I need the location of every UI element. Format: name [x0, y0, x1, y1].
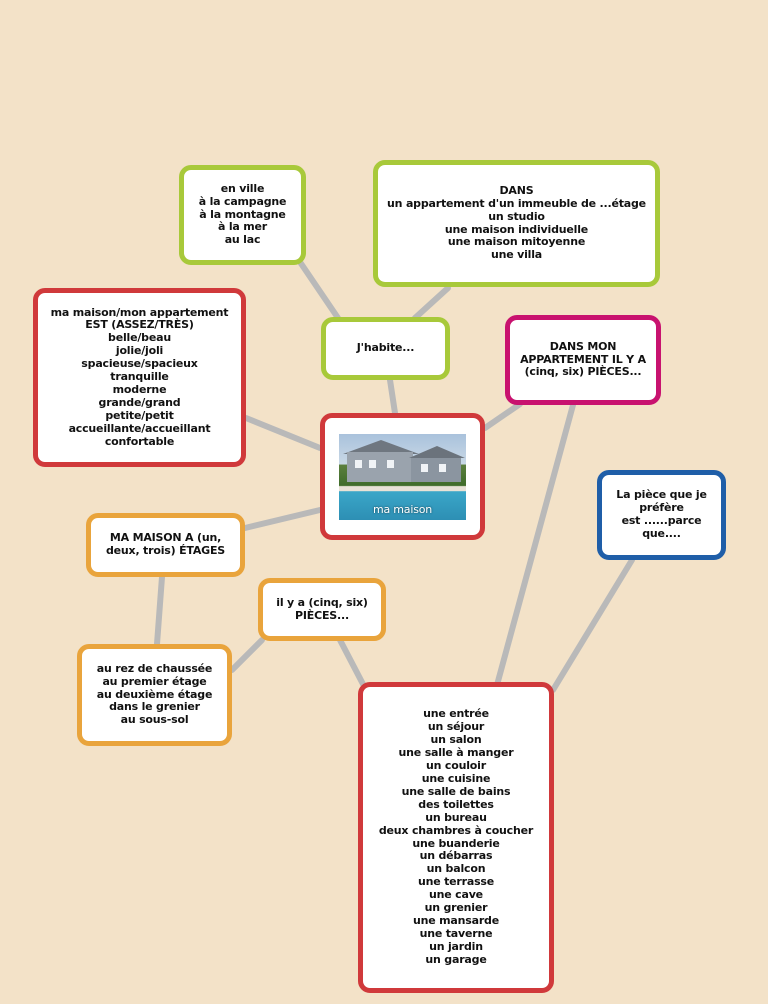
- node-il-y-a: il y a (cinq, six) PIÈCES...: [258, 578, 386, 641]
- node-housing-types: DANS un appartement d'un immeuble de ...…: [373, 160, 660, 287]
- adjectives-text: ma maison/mon appartement EST (ASSEZ/TRÈ…: [50, 305, 229, 448]
- node-ma-maison: ma maison: [320, 413, 485, 540]
- node-floors: MA MAISON A (un, deux, trois) ÉTAGES: [86, 513, 245, 577]
- node-places: en ville à la campagne à la montagne à l…: [179, 165, 306, 265]
- connector-apartment-center: [482, 401, 523, 431]
- node-j-habite: J'habite...: [321, 317, 450, 380]
- connector-habite-housing: [412, 285, 451, 321]
- connector-floors-levels: [154, 574, 165, 647]
- node-adjectives: ma maison/mon appartement EST (ASSEZ/TRÈ…: [33, 288, 246, 467]
- floors-text: MA MAISON A (un, deux, trois) ÉTAGES: [105, 531, 226, 557]
- levels-text: au rez de chaussée au premier étage au d…: [96, 661, 213, 727]
- places-text: en ville à la campagne à la montagne à l…: [198, 181, 287, 247]
- connector-levels-ilya: [229, 637, 265, 673]
- house-photo: ma maison: [339, 433, 466, 520]
- connector-ilya-rooms: [337, 637, 368, 691]
- node-favourite-room: La pièce que je préfère est ......parce …: [597, 470, 726, 560]
- node-apartment-rooms: DANS MON APPARTEMENT IL Y A (cinq, six) …: [505, 315, 661, 405]
- connector-center-floors: [242, 507, 323, 531]
- node-levels: au rez de chaussée au premier étage au d…: [77, 644, 232, 746]
- connector-apartment-rooms: [494, 402, 576, 688]
- apartment-rooms-text: DANS MON APPARTEMENT IL Y A (cinq, six) …: [520, 339, 646, 379]
- connector-favourite-rooms: [550, 557, 635, 693]
- housing-types-text: DANS un appartement d'un immeuble de ...…: [387, 183, 646, 262]
- favourite-room-text: La pièce que je préfère est ......parce …: [616, 488, 707, 540]
- connector-habite-center: [387, 377, 398, 416]
- house-photo-caption: ma maison: [372, 502, 433, 516]
- rooms-list-text: une entrée un séjour un salon une salle …: [378, 707, 534, 966]
- connector-habite-places: [297, 259, 341, 321]
- il-y-a-text: il y a (cinq, six) PIÈCES...: [276, 595, 368, 622]
- connector-adjectives-center: [243, 415, 323, 451]
- j-habite-text: J'habite...: [356, 341, 415, 355]
- node-rooms-list: une entrée un séjour un salon une salle …: [358, 682, 554, 993]
